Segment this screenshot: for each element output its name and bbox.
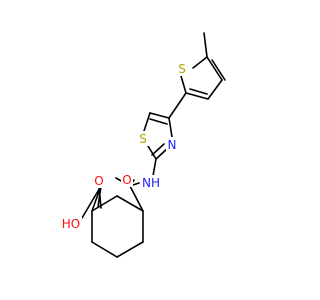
atom-n-thiazole: N [166,137,178,152]
atom-label-layer: S S N NH O O HO [60,61,188,231]
bond-thiazole-c5-s [143,112,151,132]
bond-acid-c-oh [81,185,102,219]
atom-o-amide: O [121,172,133,187]
bond-ring-c5-c4 [91,241,118,258]
bond-thiophene-c5-c4-double [211,59,226,81]
bond-ring-c6-c5 [116,241,144,258]
bond-thiazole-c4-c5-double [149,118,168,125]
bond-thiazole-c2-s [147,145,157,160]
bond-c2-nh [152,158,157,177]
atom-nh-amide: NH [140,175,162,190]
bond-thiazole-n-c2-double [151,143,165,156]
bond-methyl [203,32,208,58]
bond-thiophene-c4-c3 [207,79,223,100]
bond-biaryl [168,92,187,119]
atom-oh-acid-label: HO [62,217,80,231]
bond-ring-c3-c2 [91,195,118,212]
bond-thiazole-c4-c5 [149,112,170,119]
atom-s-thiazole-label: S [139,132,147,146]
atom-o-amide-label: O [122,173,131,187]
molecule-structure: S S N NH O O HO [60,32,226,258]
atom-oh-acid: HO [60,216,82,231]
bond-ring-c2-c1 [116,195,144,212]
atom-nh-amide-label: NH [142,176,160,190]
bond-thiophene-c3-c2-double [189,88,208,95]
atom-n-thiazole-label: N [168,138,177,152]
bond-amide-ring [129,185,144,212]
bond-thiophene-c5-s [192,56,208,69]
bond-thiazole-c4-n [168,117,173,138]
atom-o-carbonyl-acid-label: O [94,174,103,188]
bond-thiophene-c3-c2 [185,92,209,100]
molecule-canvas: S S N NH O O HO [60,32,226,258]
bond-layer [81,32,226,258]
atom-s-thiophene: S [176,61,188,76]
atom-s-thiophene-label: S [178,62,186,76]
bond-thiophene-c2-s [180,75,187,94]
bond-thiophene-c5-c4 [206,56,223,81]
atom-s-thiazole: S [137,131,149,146]
atom-o-carbonyl-acid: O [93,173,105,188]
